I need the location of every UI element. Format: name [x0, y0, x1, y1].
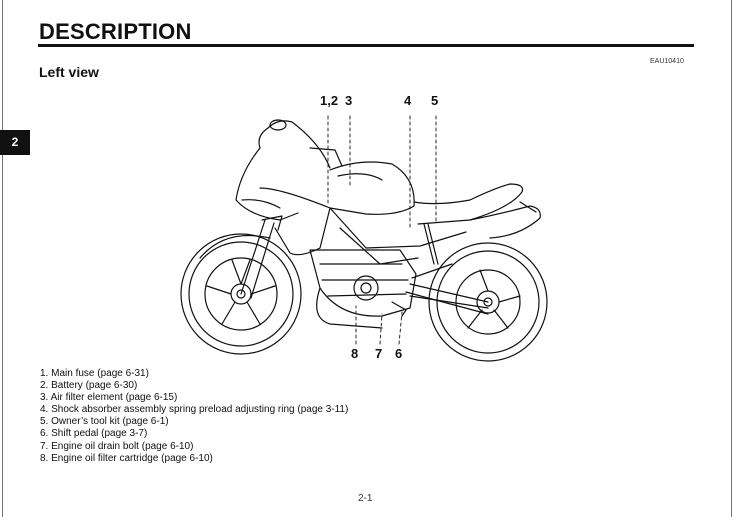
- callout-7: 7: [375, 346, 383, 361]
- callout-1-2: 1,2: [320, 93, 339, 108]
- document-code: EAU10410: [650, 58, 684, 65]
- page-border-right: [731, 0, 732, 517]
- legend-item: 7. Engine oil drain bolt (page 6-10): [40, 440, 194, 452]
- legend-item: 4. Shock absorber assembly spring preloa…: [40, 404, 349, 416]
- legend-item: 8. Engine oil filter cartridge (page 6-1…: [40, 452, 213, 464]
- title-underline: [38, 44, 694, 47]
- front-wheel: [180, 233, 302, 355]
- callout-8: 8: [351, 346, 359, 361]
- section-title: DESCRIPTION: [39, 19, 192, 44]
- callout-6: 6: [395, 346, 403, 361]
- callout-3: 3: [345, 93, 353, 108]
- legend-item: 6. Shift pedal (page 3-7): [40, 428, 148, 440]
- callout-4: 4: [404, 93, 412, 108]
- page-number: 2-1: [358, 493, 373, 504]
- motorcycle-left-view-illustration: [180, 115, 548, 362]
- callout-5: 5: [431, 93, 439, 108]
- legend-item: 3. Air filter element (page 6-15): [40, 392, 178, 404]
- chapter-tab: 2: [0, 130, 30, 155]
- legend-item: 2. Battery (page 6-30): [40, 380, 138, 392]
- legend-item: 5. Owner’s tool kit (page 6-1): [40, 416, 169, 428]
- rear-wheel: [428, 242, 548, 362]
- page-border-left: [2, 0, 3, 517]
- subsection-title: Left view: [39, 64, 99, 80]
- parts-legend: 1. Main fuse (page 6-31) 2. Battery (pag…: [40, 368, 348, 465]
- legend-item: 1. Main fuse (page 6-31): [40, 368, 149, 379]
